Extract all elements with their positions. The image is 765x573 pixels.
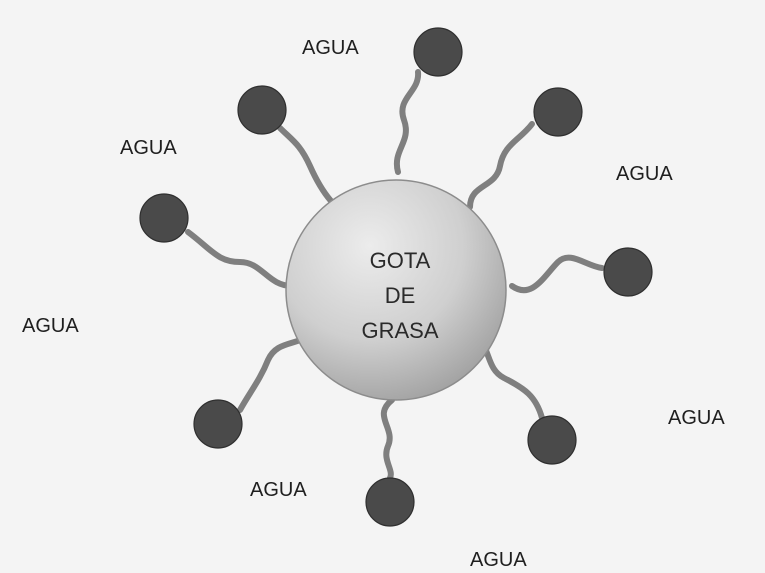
hydrophilic-head [534,88,582,136]
hydrophilic-head [604,248,652,296]
water-label: AGUA [470,549,527,571]
water-label: AGUA [120,137,177,159]
core-label-line-3: GRASA [361,318,438,343]
water-label: AGUA [22,315,79,337]
hydrophilic-head [528,416,576,464]
core-label-line-2: DE [385,283,416,308]
water-label: AGUA [668,407,725,429]
hydrophilic-head [366,478,414,526]
hydrophilic-head [194,400,242,448]
hydrophilic-head [414,28,462,76]
water-label: AGUA [250,479,307,501]
hydrophilic-head [238,86,286,134]
hydrophilic-head [140,194,188,242]
water-label: AGUA [616,163,673,185]
core-label-line-1: GOTA [370,248,431,273]
water-label: AGUA [302,37,359,59]
